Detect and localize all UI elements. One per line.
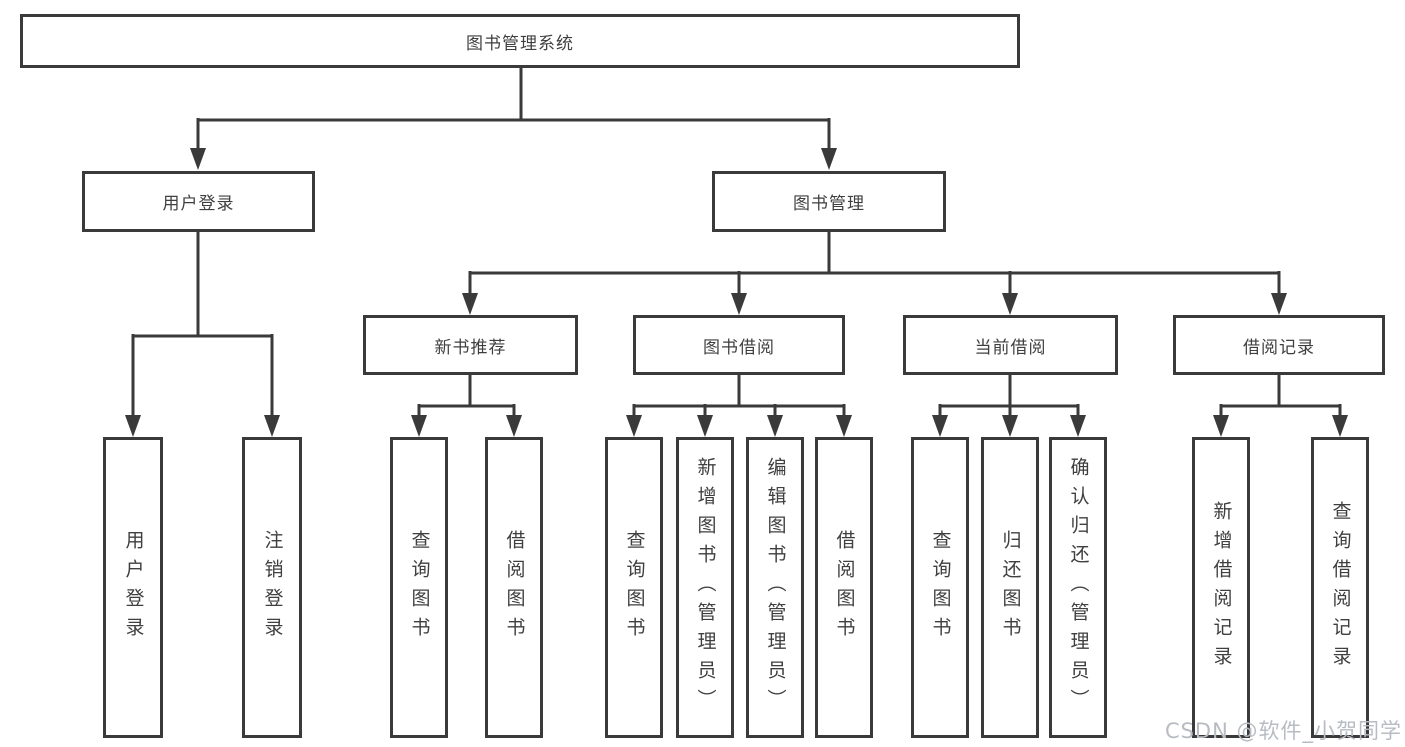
- node-current-borrowing: 当前借阅: [903, 315, 1118, 375]
- leaf-user-login: 用户登录: [103, 437, 163, 738]
- leaf-logout: 注销登录: [242, 437, 302, 738]
- leaf-add-borrow-record-label: 新增借阅记录: [1210, 500, 1233, 675]
- node-book-borrowing: 图书借阅: [633, 315, 845, 375]
- node-current-borrowing-label: 当前借阅: [974, 337, 1047, 358]
- node-book-management: 图书管理: [712, 171, 946, 232]
- leaf-query-borrow-record-label: 查询借阅记录: [1329, 500, 1352, 675]
- node-user-login: 用户登录: [82, 171, 315, 232]
- node-borrow-records: 借阅记录: [1173, 315, 1385, 375]
- watermark: CSDN @软件_小贺同学: [1164, 719, 1402, 743]
- leaf-borrow-books-borrowing: 借阅图书: [815, 437, 873, 738]
- leaf-query-books-recommend: 查询图书: [390, 437, 448, 738]
- leaf-add-borrow-record: 新增借阅记录: [1192, 437, 1250, 738]
- leaf-edit-book-admin: 编辑图书（管理员）: [746, 437, 804, 738]
- leaf-return-books: 归还图书: [981, 437, 1039, 738]
- leaf-add-book-admin-label: 新增图书（管理员）: [694, 457, 717, 718]
- node-new-book-recommendation: 新书推荐: [363, 315, 578, 375]
- leaf-query-books-borrowing-label: 查询图书: [623, 529, 646, 646]
- node-root-label: 图书管理系统: [466, 33, 574, 54]
- leaf-edit-book-admin-label: 编辑图书（管理员）: [764, 457, 787, 718]
- leaf-logout-label: 注销登录: [261, 529, 284, 646]
- leaf-query-books-recommend-label: 查询图书: [408, 529, 431, 646]
- leaf-query-books-current-label: 查询图书: [929, 529, 952, 646]
- node-user-login-label: 用户登录: [162, 194, 235, 214]
- leaf-borrow-books-recommend-label: 借阅图书: [503, 529, 526, 646]
- node-borrow-records-label: 借阅记录: [1243, 337, 1315, 358]
- node-book-management-label: 图书管理: [793, 194, 865, 214]
- node-new-book-recommendation-label: 新书推荐: [434, 337, 507, 358]
- leaf-query-borrow-record: 查询借阅记录: [1311, 437, 1369, 738]
- leaf-confirm-return-admin-label: 确认归还（管理员）: [1067, 457, 1090, 718]
- leaf-borrow-books-borrowing-label: 借阅图书: [833, 529, 856, 646]
- node-book-borrowing-label: 图书借阅: [703, 337, 775, 358]
- leaf-query-books-current: 查询图书: [911, 437, 969, 738]
- leaf-borrow-books-recommend: 借阅图书: [485, 437, 543, 738]
- leaf-confirm-return-admin: 确认归还（管理员）: [1049, 437, 1107, 738]
- node-root: 图书管理系统: [20, 14, 1020, 68]
- leaf-query-books-borrowing: 查询图书: [605, 437, 663, 738]
- leaf-user-login-label: 用户登录: [122, 529, 145, 646]
- leaf-add-book-admin: 新增图书（管理员）: [676, 437, 734, 738]
- leaf-return-books-label: 归还图书: [999, 529, 1022, 646]
